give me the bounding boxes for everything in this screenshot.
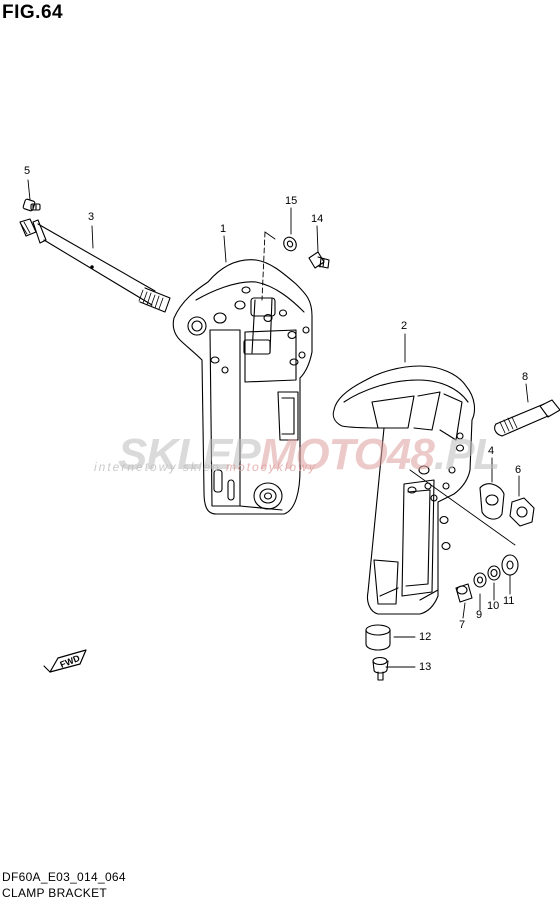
callout-9: 9 [476,609,483,621]
part-13-screw [372,656,389,681]
part-3-shaft [19,218,171,313]
callout-8: 8 [522,371,529,383]
callout-5: 5 [24,165,31,177]
callout-15: 15 [285,195,298,207]
part-2-clamp-bracket [332,365,476,615]
part-8-bolt [494,399,560,437]
part-1-clamp-bracket [172,259,313,515]
part-14-bolt [308,251,330,269]
callout-3: 3 [88,211,95,223]
part-12-stopper [365,624,391,651]
callout-7: 7 [459,619,466,631]
watermark-brand-part3: 48 [386,430,435,479]
part-9-washer [473,572,487,588]
callout-14: 14 [311,213,324,225]
callout-1: 1 [220,223,227,235]
watermark-tagline-part1: internetowy sklep [94,460,227,474]
callout-11: 11 [503,595,515,607]
part-4-plate [479,483,505,520]
callout-2: 2 [401,320,408,332]
watermark-brand: SKLEPMOTO48.PL [118,430,500,480]
watermark-tagline-part2: motocyklowy [226,460,317,474]
part-6-nut [509,497,535,527]
leader-lines [27,179,529,668]
callout-10: 10 [487,600,500,612]
figure-title: FIG.64 [2,2,64,23]
part-11-washer [501,554,519,576]
part-7-collar [455,583,473,603]
figure-name: CLAMP BRACKET [2,886,108,900]
part-5-bolt [22,198,41,212]
part-15-washer [283,236,297,252]
callout-6: 6 [515,464,522,476]
callout-12: 12 [419,631,432,643]
watermark-brand-part4: .PL [433,430,500,479]
watermark-tagline: internetowy sklep motocyklowy [94,460,317,474]
watermark-brand-part1: SKLEP [118,430,261,479]
fwd-arrow-icon: FWD [43,649,87,673]
fwd-label: FWD [59,653,82,670]
watermark-brand-part2: MOTO [259,430,388,479]
callout-4: 4 [488,445,495,457]
figure-code: DF60A_E03_014_064 [2,870,126,884]
part-10-lock-washer [487,565,501,581]
callout-13: 13 [419,661,432,673]
